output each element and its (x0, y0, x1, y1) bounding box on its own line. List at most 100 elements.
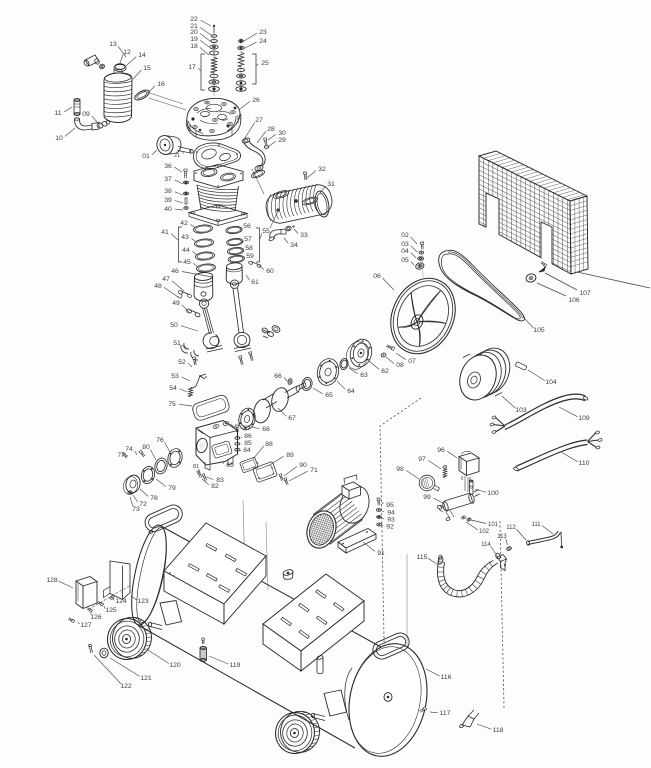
svg-text:99: 99 (423, 494, 431, 501)
svg-text:63: 63 (360, 372, 368, 379)
svg-text:120: 120 (169, 662, 181, 669)
svg-text:08: 08 (396, 362, 404, 369)
svg-text:11: 11 (54, 110, 61, 117)
svg-text:16: 16 (157, 81, 165, 88)
svg-text:92: 92 (386, 524, 394, 531)
svg-text:104: 104 (545, 379, 557, 386)
svg-text:12: 12 (123, 49, 131, 56)
svg-text:05: 05 (401, 257, 409, 264)
svg-text:59: 59 (246, 253, 254, 260)
svg-text:67: 67 (288, 415, 296, 422)
svg-text:76: 76 (156, 437, 164, 444)
svg-text:127: 127 (80, 622, 92, 629)
svg-text:42: 42 (180, 220, 188, 227)
svg-text:47: 47 (162, 276, 170, 283)
svg-text:126: 126 (90, 614, 102, 621)
svg-text:13: 13 (109, 41, 117, 48)
svg-text:21: 21 (174, 153, 180, 159)
svg-text:46: 46 (171, 268, 179, 275)
svg-text:20: 20 (190, 29, 198, 36)
svg-text:123: 123 (137, 598, 149, 605)
svg-text:111: 111 (531, 522, 541, 528)
svg-text:83: 83 (216, 477, 224, 484)
svg-text:97: 97 (418, 456, 426, 463)
svg-text:51: 51 (173, 340, 181, 347)
svg-text:100: 100 (487, 490, 499, 497)
svg-text:66: 66 (274, 373, 282, 380)
svg-text:24: 24 (259, 38, 267, 45)
svg-text:49: 49 (172, 300, 180, 307)
svg-text:29: 29 (278, 137, 286, 144)
svg-text:98: 98 (396, 466, 404, 473)
svg-text:64: 64 (347, 388, 355, 395)
svg-text:87: 87 (243, 425, 251, 432)
svg-text:22: 22 (190, 16, 198, 23)
svg-text:40: 40 (164, 206, 172, 213)
svg-text:128: 128 (46, 577, 58, 584)
svg-text:118: 118 (493, 727, 504, 734)
svg-text:90: 90 (299, 462, 307, 469)
svg-text:103: 103 (515, 407, 527, 414)
svg-text:03: 03 (401, 241, 409, 248)
svg-text:91: 91 (377, 550, 385, 557)
svg-text:94: 94 (387, 510, 395, 517)
svg-text:36: 36 (164, 163, 172, 170)
svg-text:88: 88 (265, 441, 273, 448)
svg-text:14: 14 (138, 52, 146, 59)
svg-text:25: 25 (261, 60, 269, 67)
svg-text:122: 122 (120, 683, 132, 690)
svg-text:107: 107 (579, 290, 591, 297)
svg-text:78: 78 (150, 495, 158, 502)
svg-text:60: 60 (266, 268, 274, 275)
svg-text:84: 84 (243, 447, 251, 454)
svg-text:119: 119 (230, 662, 241, 669)
svg-text:26: 26 (252, 97, 260, 104)
svg-text:105: 105 (533, 327, 545, 334)
svg-text:37: 37 (164, 176, 172, 183)
svg-text:28: 28 (267, 126, 275, 133)
svg-text:48: 48 (154, 283, 162, 290)
svg-text:01: 01 (142, 153, 150, 160)
svg-text:21: 21 (190, 23, 198, 30)
svg-text:86: 86 (244, 433, 252, 440)
svg-text:06: 06 (373, 273, 381, 280)
svg-text:101: 101 (488, 522, 499, 528)
svg-text:71: 71 (310, 467, 318, 474)
svg-text:30: 30 (278, 130, 286, 137)
svg-text:38: 38 (164, 188, 172, 195)
svg-text:09: 09 (82, 111, 90, 118)
svg-text:74: 74 (125, 446, 133, 453)
svg-text:124: 124 (115, 598, 127, 605)
svg-text:32: 32 (318, 166, 326, 173)
svg-text:85: 85 (244, 440, 252, 447)
svg-text:27: 27 (255, 117, 263, 124)
svg-text:79: 79 (168, 485, 176, 492)
svg-text:102: 102 (479, 529, 490, 535)
svg-text:39: 39 (164, 197, 172, 204)
svg-text:95: 95 (386, 502, 394, 509)
svg-text:43: 43 (181, 234, 189, 241)
svg-text:41: 41 (161, 229, 169, 236)
svg-text:18: 18 (190, 43, 198, 50)
svg-text:33: 33 (300, 232, 308, 239)
svg-text:65: 65 (325, 392, 333, 399)
svg-text:116: 116 (441, 674, 452, 681)
svg-text:17: 17 (188, 64, 196, 71)
svg-text:62: 62 (381, 368, 389, 375)
svg-text:109: 109 (578, 415, 590, 422)
svg-text:15: 15 (143, 65, 151, 72)
svg-text:44: 44 (182, 247, 190, 254)
svg-text:93: 93 (387, 517, 395, 524)
svg-text:72: 72 (139, 501, 147, 508)
svg-text:69: 69 (226, 462, 234, 469)
svg-text:31: 31 (327, 181, 335, 188)
svg-text:02: 02 (401, 232, 409, 239)
svg-text:112: 112 (506, 525, 516, 531)
svg-text:61: 61 (251, 279, 259, 286)
svg-text:113: 113 (497, 534, 507, 540)
svg-text:10: 10 (55, 135, 63, 142)
svg-text:106: 106 (568, 297, 580, 304)
svg-text:73: 73 (132, 506, 140, 513)
svg-text:121: 121 (140, 675, 152, 682)
svg-text:115: 115 (417, 554, 428, 561)
